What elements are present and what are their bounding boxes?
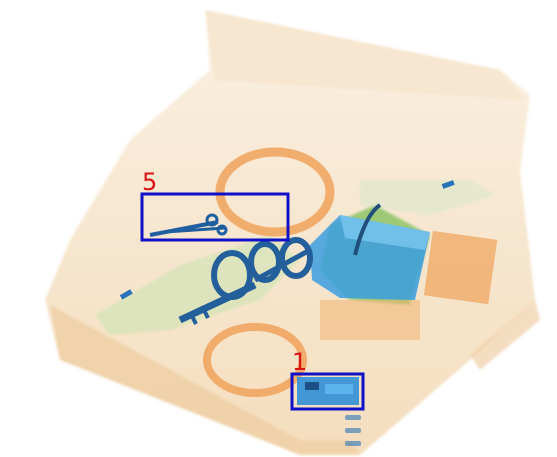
annotation-label-1: 1 [292, 348, 307, 376]
metal-items [178, 237, 313, 325]
blue-container [310, 203, 430, 300]
orange-objects [203, 147, 498, 397]
scissors-object [149, 213, 228, 237]
annotation-layer: 51 [140, 168, 365, 411]
annotation-box-5 [140, 192, 290, 242]
orange-ring-top [215, 147, 335, 237]
blade-object [297, 377, 359, 405]
small-metal-bits [119, 180, 455, 446]
orange-block-right [423, 230, 498, 305]
orange-ring-bottom [203, 323, 307, 397]
annotation-box-1 [290, 372, 365, 411]
orange-block-center [320, 300, 420, 340]
annotation-label-5: 5 [142, 168, 157, 196]
